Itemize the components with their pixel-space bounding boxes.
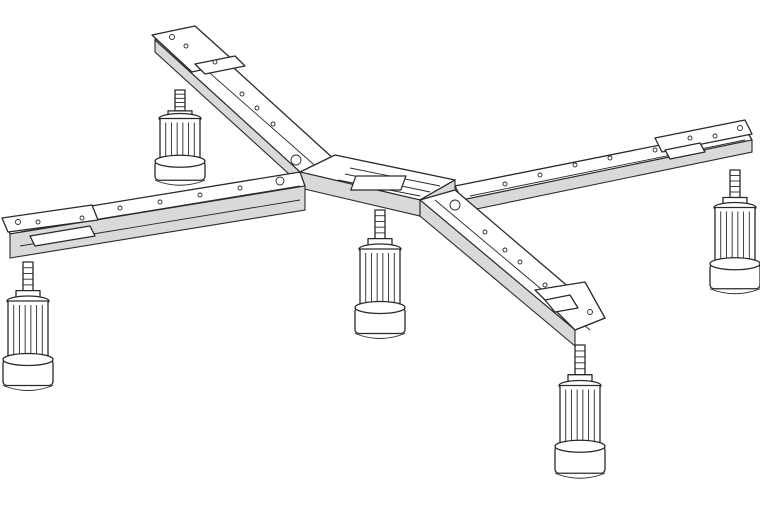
foot-upper-left [154,89,206,186]
arm-upper-right [454,119,753,213]
arm-upper-left [151,25,336,186]
foot-lower-left [2,261,54,391]
foot-right [709,169,760,295]
arm-lower-right [419,189,606,348]
arm-lower-left [1,171,306,259]
foot-bottom [554,344,606,479]
foot-center [354,209,406,339]
